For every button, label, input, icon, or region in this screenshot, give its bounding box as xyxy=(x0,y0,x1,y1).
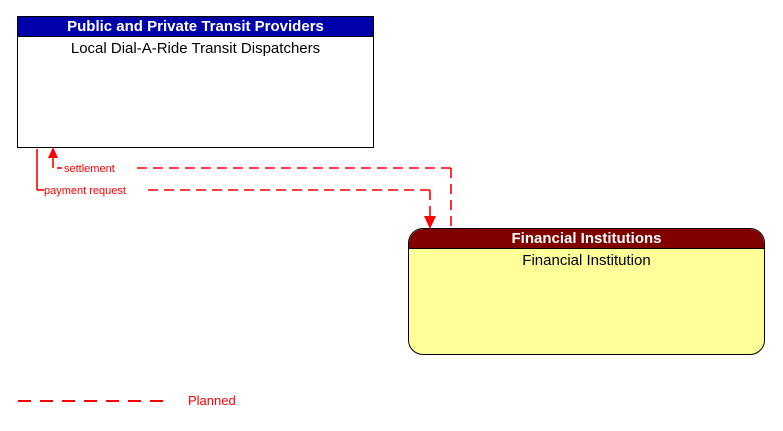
node-financial-institution-name: Financial Institution xyxy=(522,252,651,269)
node-transit-dispatchers-stakeholder: Public and Private Transit Providers xyxy=(18,17,373,37)
flow-settlement-arrowhead xyxy=(48,147,58,158)
legend-planned-label: Planned xyxy=(188,393,236,408)
node-financial-institution[interactable]: Financial Institutions Financial Institu… xyxy=(408,228,765,355)
node-transit-dispatchers[interactable]: Public and Private Transit Providers Loc… xyxy=(17,16,374,148)
flow-label-payment-request: payment request xyxy=(44,185,126,197)
legend: Planned xyxy=(0,388,783,418)
legend-planned-line-swatch xyxy=(18,400,168,402)
node-financial-institution-stakeholder: Financial Institutions xyxy=(409,229,764,249)
node-transit-dispatchers-name: Local Dial-A-Ride Transit Dispatchers xyxy=(70,40,321,57)
flow-label-settlement: settlement xyxy=(64,163,115,175)
